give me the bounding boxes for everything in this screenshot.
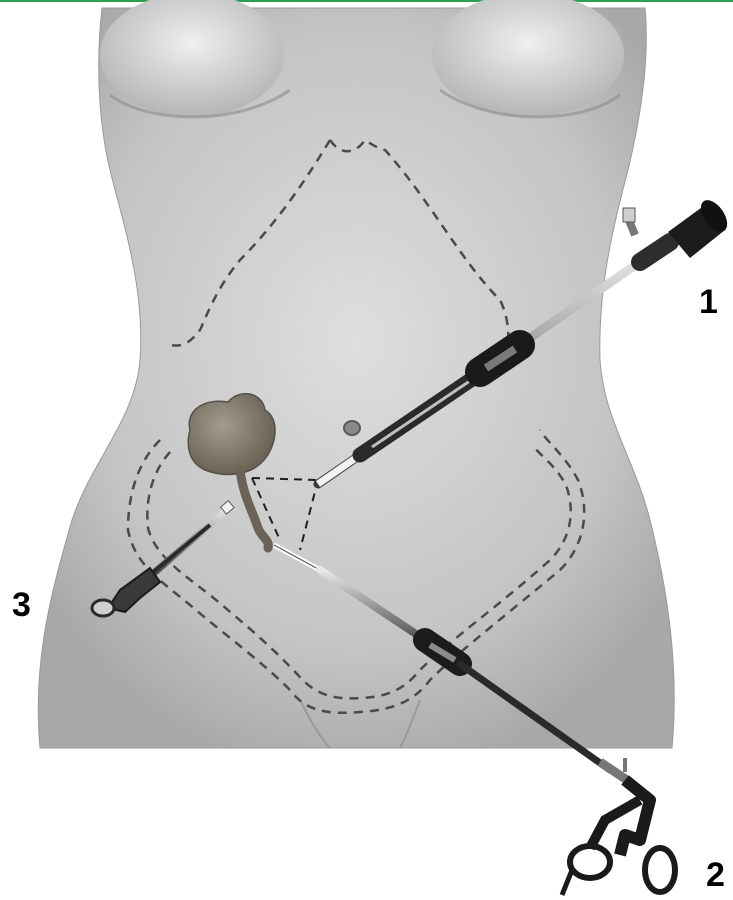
instrument-3-label: 3 [12, 588, 31, 622]
instrument-2-label: 2 [706, 858, 725, 892]
navel [344, 421, 360, 435]
instrument-1-label: 1 [699, 285, 718, 319]
torso-silhouette [38, 8, 674, 748]
